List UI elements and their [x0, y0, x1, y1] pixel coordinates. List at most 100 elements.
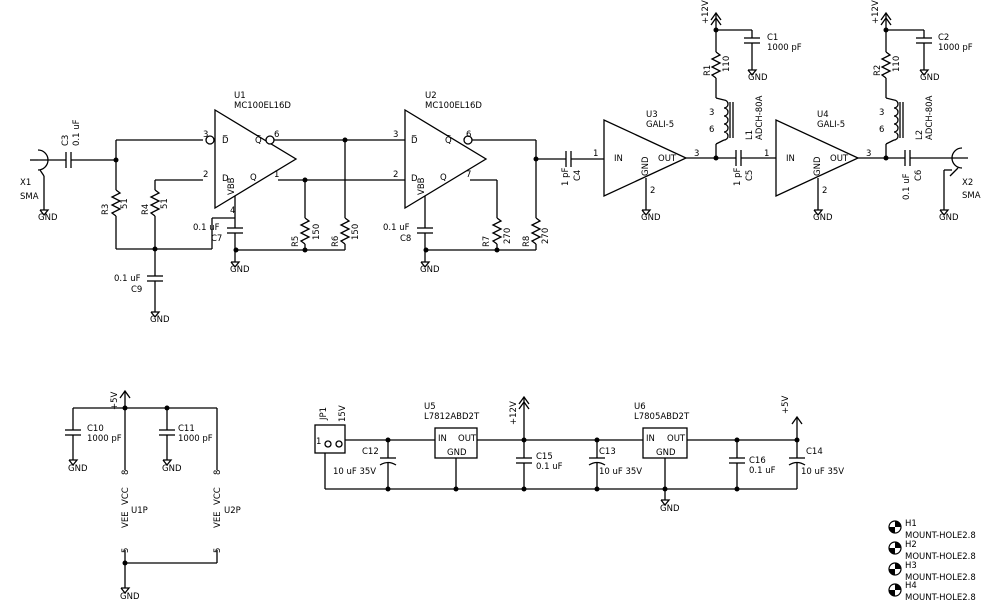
- gnd-label: GND: [150, 315, 170, 325]
- gnd-symbol: GND: [919, 69, 940, 83]
- u4-value: GALI-5: [817, 120, 845, 130]
- mount-hole-h2: H2 MOUNT-HOLE2.8: [888, 540, 976, 562]
- capacitor-c12: C12 10 uF 35V: [333, 447, 397, 489]
- c8-ref: C8: [400, 234, 411, 244]
- gnd-symbol: GND: [162, 459, 182, 474]
- c6-value: 0.1 uF: [902, 173, 912, 200]
- r5-ref: R5: [291, 236, 301, 247]
- chip-u5: IN OUT GND U5 L7812ABD2T: [424, 402, 480, 459]
- p12-label: +12V: [871, 0, 881, 24]
- h3-value: MOUNT-HOLE2.8: [905, 573, 976, 583]
- resistor-r6: R6 150: [331, 217, 361, 247]
- c16-ref: C16: [749, 456, 766, 466]
- p12-label: +12V: [509, 401, 519, 425]
- jp1-value: 15V: [338, 405, 348, 422]
- inverting-bubble: [265, 135, 275, 145]
- h2-ref: H2: [905, 540, 917, 550]
- pin-in: IN: [646, 434, 655, 444]
- pin-number: 1: [316, 437, 321, 447]
- c4-value: 1 pF: [561, 167, 571, 186]
- h4-ref: H4: [905, 581, 917, 591]
- c6-ref: C6: [914, 170, 924, 181]
- resistor-r5: R5 150: [291, 217, 322, 247]
- r6-ref: R6: [331, 236, 341, 247]
- l1-ref: L1: [745, 130, 755, 140]
- pin-d: D: [222, 174, 229, 184]
- h2-value: MOUNT-HOLE2.8: [905, 552, 976, 562]
- pin-gnd: GND: [813, 156, 823, 176]
- pin-number: 3: [879, 108, 884, 118]
- h1-value: MOUNT-HOLE2.8: [905, 531, 976, 541]
- chip-u1p: 8 VCC VEE 5 U1P: [121, 470, 148, 553]
- pin-out: OUT: [830, 154, 849, 164]
- r2-value: 110: [892, 56, 902, 72]
- pin-gnd: GND: [656, 448, 676, 458]
- l1-value: ADCH-80A: [755, 95, 765, 140]
- r5-value: 150: [312, 224, 322, 240]
- r6-value: 150: [351, 224, 361, 240]
- u6-ref: U6: [634, 402, 646, 412]
- pin-number: 1: [274, 170, 279, 180]
- resistor-r3: R3 51: [101, 189, 130, 217]
- r3-ref: R3: [101, 204, 111, 215]
- r8-ref: R8: [522, 236, 532, 247]
- pin-vee: VEE: [213, 511, 223, 528]
- c2-ref: C2: [938, 33, 949, 43]
- gnd-symbol: GND: [420, 261, 440, 275]
- gnd-symbol: GND: [230, 261, 250, 275]
- c7-ref: C7: [211, 234, 222, 244]
- u1-ref: U1: [234, 91, 246, 101]
- chip-u1: D̅ D Q̅ Q VBB 3 2 6 1 4 U1 MC100EL16D: [203, 91, 298, 216]
- pin-number: 2: [822, 186, 827, 196]
- u1-value: MC100EL16D: [234, 101, 291, 111]
- connector-x1: X1 SMA: [20, 149, 66, 210]
- pin-number: 4: [230, 206, 235, 216]
- gnd-symbol: GND: [747, 69, 768, 83]
- c7-value: 0.1 uF: [193, 223, 220, 233]
- pin-gnd: GND: [641, 156, 651, 176]
- resistor-r7: R7 270: [482, 217, 513, 247]
- capacitor-c11: C11 1000 pF: [159, 424, 213, 460]
- capacitor-c14: C14 10 uF 35V: [788, 440, 844, 489]
- pin-in: IN: [786, 154, 795, 164]
- pin-number: 6: [466, 130, 471, 140]
- gnd-label: GND: [920, 73, 940, 83]
- pin-dbar: D̅: [411, 134, 418, 146]
- c1-value: 1000 pF: [767, 43, 802, 53]
- pin-number: 6: [879, 125, 884, 135]
- resistor-r1: R1 110: [703, 51, 732, 79]
- u2p-ref: U2P: [224, 506, 241, 516]
- l2-value: ADCH-80A: [925, 95, 935, 140]
- r3-value: 51: [120, 198, 130, 209]
- gnd-label: GND: [641, 213, 661, 223]
- c11-ref: C11: [178, 424, 195, 434]
- gnd-label: GND: [420, 265, 440, 275]
- c2-value: 1000 pF: [938, 43, 973, 53]
- gnd-symbol: GND: [120, 587, 140, 602]
- gnd-label: GND: [120, 592, 140, 602]
- p5-label: +5V: [110, 391, 120, 410]
- power-symbol-12v: +12V: [701, 0, 722, 30]
- c13-ref: C13: [599, 447, 616, 457]
- pin-number: 6: [274, 130, 279, 140]
- capacitor-c10: C10 1000 pF: [65, 424, 122, 460]
- c13-value: 10 uF 35V: [599, 467, 642, 477]
- gnd-symbol: GND: [660, 499, 680, 514]
- capacitor-c6: 0.1 uF C6: [902, 150, 950, 200]
- pin-dbar: D̅: [222, 134, 229, 146]
- jp1-ref: JP1: [319, 407, 329, 421]
- gnd-symbol: GND: [813, 209, 833, 223]
- u2-value: MC100EL16D: [425, 101, 482, 111]
- x2-value: SMA: [962, 191, 981, 201]
- chip-u2: D̅ D Q̅ Q VBB 3 2 6 7 U2 MC100EL16D: [393, 91, 488, 210]
- capacitor-c5: 1 pF C5: [733, 150, 776, 186]
- c3-ref: C3: [61, 135, 71, 146]
- pin-q: Q: [250, 173, 257, 183]
- h1-ref: H1: [905, 519, 917, 529]
- resistor-r4: R4 51: [141, 189, 170, 217]
- jumper-jp1: 1 JP1 15V: [314, 405, 348, 454]
- c9-ref: C9: [131, 285, 142, 295]
- r7-value: 270: [503, 228, 513, 244]
- power-symbol-5v: +5V: [781, 395, 803, 440]
- c14-ref: C14: [806, 447, 823, 457]
